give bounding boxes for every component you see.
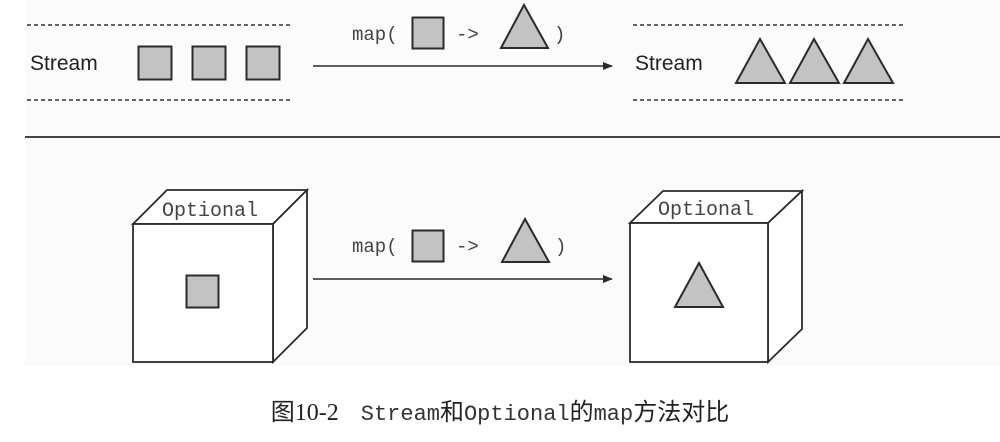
bottom-section: Optional map( -> ) Optional [130,187,805,365]
output-stream-elements [734,36,895,84]
caption-code-stream: Stream [360,402,440,427]
input-stream-elements [137,45,281,81]
map-prefix: map( [352,24,398,46]
input-optional-box: Optional [130,187,310,365]
caption-code-optional: Optional [463,402,570,427]
map-input-square-icon [411,16,445,50]
figure-caption: 图10-2 Stream和Optional的map方法对比 [0,392,1000,427]
map-output-triangle-icon [500,216,551,263]
stream-triangle-1 [734,36,787,84]
caption-text-and: 和 [439,398,464,426]
stream-triangle-3 [842,36,895,84]
map-arrow-text: -> [456,24,479,46]
output-optional-box: Optional [627,188,805,365]
stream-square-3 [245,45,281,81]
top-map-label: map( -> ) [352,2,565,50]
map-suffix: ) [554,24,565,46]
caption-figure-number: 10-2 [294,400,339,426]
caption-text-of: 的 [569,398,594,426]
caption-text-comparison: 方法对比 [633,398,730,426]
input-box-label: Optional [162,200,258,223]
top-section: Stream map( -> ) Stream [27,2,905,101]
stream-square-2 [191,45,227,81]
stream-triangle-2 [788,36,841,84]
map-suffix: ) [555,236,566,258]
caption-figure-prefix: 图 [270,398,295,426]
map-input-square-icon [411,229,445,263]
map-prefix: map( [352,236,398,258]
input-stream-label: Stream [30,52,98,75]
optional-content-triangle [673,260,725,308]
optional-content-square [185,274,220,309]
map-output-triangle-icon [499,2,550,49]
bottom-map-label: map( -> ) [352,216,566,263]
stream-square-1 [137,45,173,81]
output-stream-label: Stream [635,52,703,75]
caption-code-map: map [593,402,634,427]
map-arrow-text: -> [456,236,479,258]
output-box-label: Optional [658,199,754,222]
